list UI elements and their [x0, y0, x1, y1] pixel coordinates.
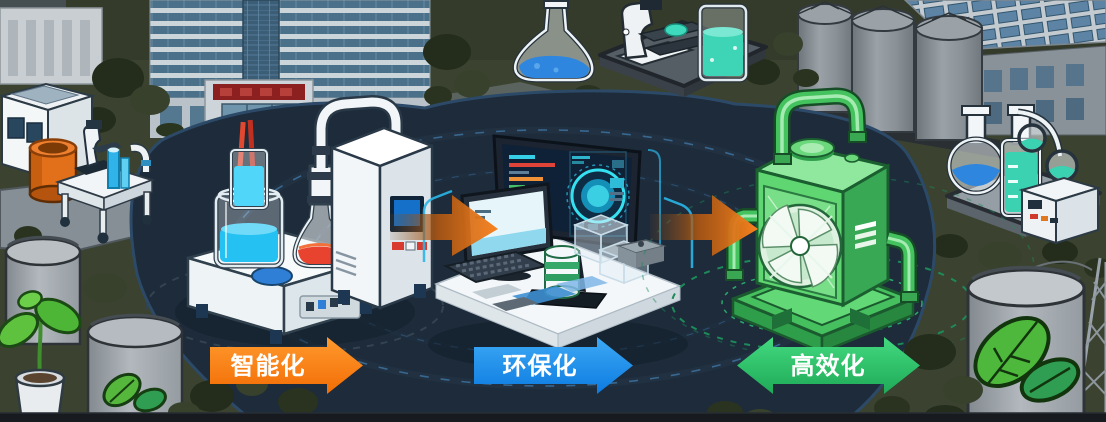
round-flask — [946, 105, 1006, 196]
vent-slats — [855, 221, 876, 231]
storage-tank-b — [86, 313, 184, 422]
light-blue-pad — [556, 276, 608, 292]
storage-tank-c — [966, 265, 1086, 416]
blue-cylinder — [107, 149, 120, 189]
grey-device — [615, 239, 667, 268]
banner-stage1: 智能化 — [210, 337, 363, 394]
teal-beaker — [697, 3, 749, 83]
grey-pad — [472, 284, 522, 299]
white-pipe — [316, 97, 401, 168]
stage1-arrow — [210, 337, 363, 394]
microscope-station — [598, 0, 768, 97]
round-flask-liquid — [952, 164, 1000, 186]
flask-liquid-blue — [519, 55, 589, 78]
cart-microscope — [74, 120, 122, 175]
connector-arrow-1 — [390, 195, 498, 256]
green-machine-station — [641, 87, 1035, 361]
analyzer-box — [1018, 176, 1102, 245]
blue-knob — [251, 266, 293, 286]
leaf-emblem-small — [102, 372, 167, 413]
bottom-road-strip — [0, 412, 1106, 422]
left-lab-station — [146, 94, 444, 353]
stage3-arrow — [737, 337, 920, 394]
laboratory-cart — [54, 120, 156, 244]
specimen-sample — [664, 23, 688, 37]
banner-stage2: 环保化 — [474, 337, 633, 394]
green-machine-body — [755, 138, 890, 308]
potted-plant — [0, 290, 82, 422]
dark-tablet — [492, 297, 538, 311]
cooling-fan — [757, 203, 843, 289]
blue-flask — [512, 0, 595, 83]
plant-leaf-left — [0, 311, 40, 349]
stage1-label: 智能化 — [231, 352, 306, 380]
stage2-label: 环保化 — [503, 352, 578, 380]
silo-2 — [851, 5, 915, 133]
glass-tube — [1017, 110, 1062, 157]
cyan-wire-left — [422, 189, 453, 262]
banner-stage3: 高效化 — [737, 337, 920, 394]
stage3-label: 高效化 — [791, 352, 866, 380]
stage2-arrow — [474, 337, 633, 394]
center-monitoring-station — [422, 134, 694, 370]
white-tube-arm — [130, 144, 149, 172]
side-building — [0, 7, 103, 85]
inner-beaker — [229, 119, 269, 210]
connector-arrow-2 — [650, 195, 758, 256]
cyan-cylinder — [120, 157, 130, 189]
glassware-station — [945, 104, 1102, 245]
small-flasks — [1017, 123, 1079, 183]
leaf-emblem-large — [973, 315, 1081, 403]
keyboard — [443, 250, 550, 284]
